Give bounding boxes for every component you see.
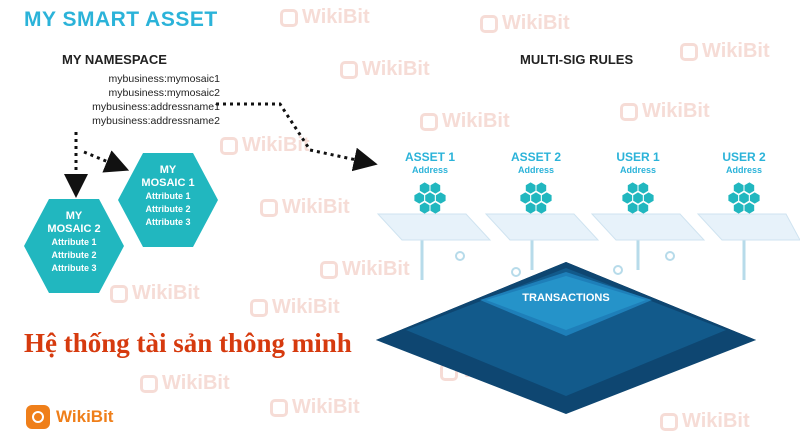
hex-cell [414, 192, 425, 204]
namespace-item: mybusiness:addressname1 [92, 101, 220, 113]
mosaic-1-title-b: MOSAIC 1 [141, 177, 195, 189]
brand: WikiBit [26, 404, 113, 430]
hex-cell [638, 182, 649, 194]
slot-hex-cluster-icon [414, 182, 446, 214]
arrow-to-multisig [216, 102, 378, 172]
hex-cell [525, 202, 536, 214]
namespace-item: mybusiness:mymosaic1 [108, 73, 220, 85]
hex-cell [536, 182, 547, 194]
mosaic-1-attribute: Attribute 1 [145, 191, 191, 201]
hex-cell [733, 202, 744, 214]
hex-cell [425, 192, 435, 204]
mosaic-2-attribute: Attribute 1 [51, 237, 97, 247]
hex-cell [633, 192, 643, 204]
slot-sub: Address [411, 165, 448, 175]
arrow-to-mosaic1 [83, 150, 130, 173]
hex-cell [536, 202, 547, 214]
slot-hex-cluster-icon [622, 182, 654, 214]
slot-name: ASSET 2 [510, 150, 561, 164]
hex-cell [733, 182, 744, 194]
multisig-title: MULTI-SIG RULES [520, 52, 634, 67]
hex-cell [419, 182, 430, 194]
hex-cell [744, 202, 755, 214]
mosaic-2-title-b: MOSAIC 2 [47, 223, 101, 235]
mosaic-1-hexagon: MY MOSAIC 1 Attribute 1 Attribute 2 Attr… [118, 153, 218, 247]
hex-cell [541, 192, 552, 204]
caption: Hệ thống tài sản thông minh [24, 328, 352, 358]
hex-cell [435, 192, 446, 204]
hex-cell [419, 202, 430, 214]
mosaic-2-attribute: Attribute 3 [51, 263, 97, 273]
slot-asset-1: ASSET 1 Address [390, 150, 470, 176]
hex-cell [744, 182, 755, 194]
hex-cell [430, 182, 441, 194]
slot-panels [376, 213, 800, 241]
hex-cell [749, 192, 760, 204]
mosaic-1-attribute: Attribute 3 [145, 217, 191, 227]
namespace-list: mybusiness:mymosaic1 mybusiness:mymosaic… [30, 72, 220, 128]
namespace-item: mybusiness:addressname2 [92, 115, 220, 127]
hex-cell [728, 192, 739, 204]
slot-name: USER 1 [616, 150, 660, 164]
hex-cell [520, 192, 531, 204]
hex-cell [627, 182, 638, 194]
mosaic-2-title-a: MY [65, 210, 83, 222]
slot-sub: Address [725, 165, 762, 175]
mosaic-1-attribute: Attribute 2 [145, 204, 191, 214]
hex-cell [430, 202, 441, 214]
hex-cell [638, 202, 649, 214]
hex-cell [739, 192, 749, 204]
hex-cell [531, 192, 541, 204]
mosaic-2-attribute: Attribute 2 [51, 250, 97, 260]
slot-user-2: USER 2 Address [704, 150, 784, 176]
page-title: MY SMART ASSET [24, 8, 218, 31]
slot-asset-2: ASSET 2 Address [496, 150, 576, 176]
brand-name: WikiBit [56, 407, 114, 426]
hex-cell [525, 182, 536, 194]
hex-cell [643, 192, 654, 204]
slot-sub: Address [517, 165, 554, 175]
slot-user-1: USER 1 Address [598, 150, 678, 176]
mosaic-1-title-a: MY [159, 164, 177, 176]
wikibit-logo-icon [26, 405, 50, 429]
hex-cell [627, 202, 638, 214]
hex-cell [622, 192, 633, 204]
platform-glow [486, 276, 646, 330]
slot-hex-cluster-icon [728, 182, 760, 214]
slot-name: ASSET 1 [404, 150, 455, 164]
slot-sub: Address [619, 165, 656, 175]
transactions-label: TRANSACTIONS [522, 292, 610, 304]
namespace-title: MY NAMESPACE [62, 52, 167, 67]
slot-name: USER 2 [722, 150, 766, 164]
connector-nodes [455, 251, 675, 277]
namespace-item: mybusiness:mymosaic2 [108, 87, 220, 99]
slot-hex-cluster-icon [520, 182, 552, 214]
